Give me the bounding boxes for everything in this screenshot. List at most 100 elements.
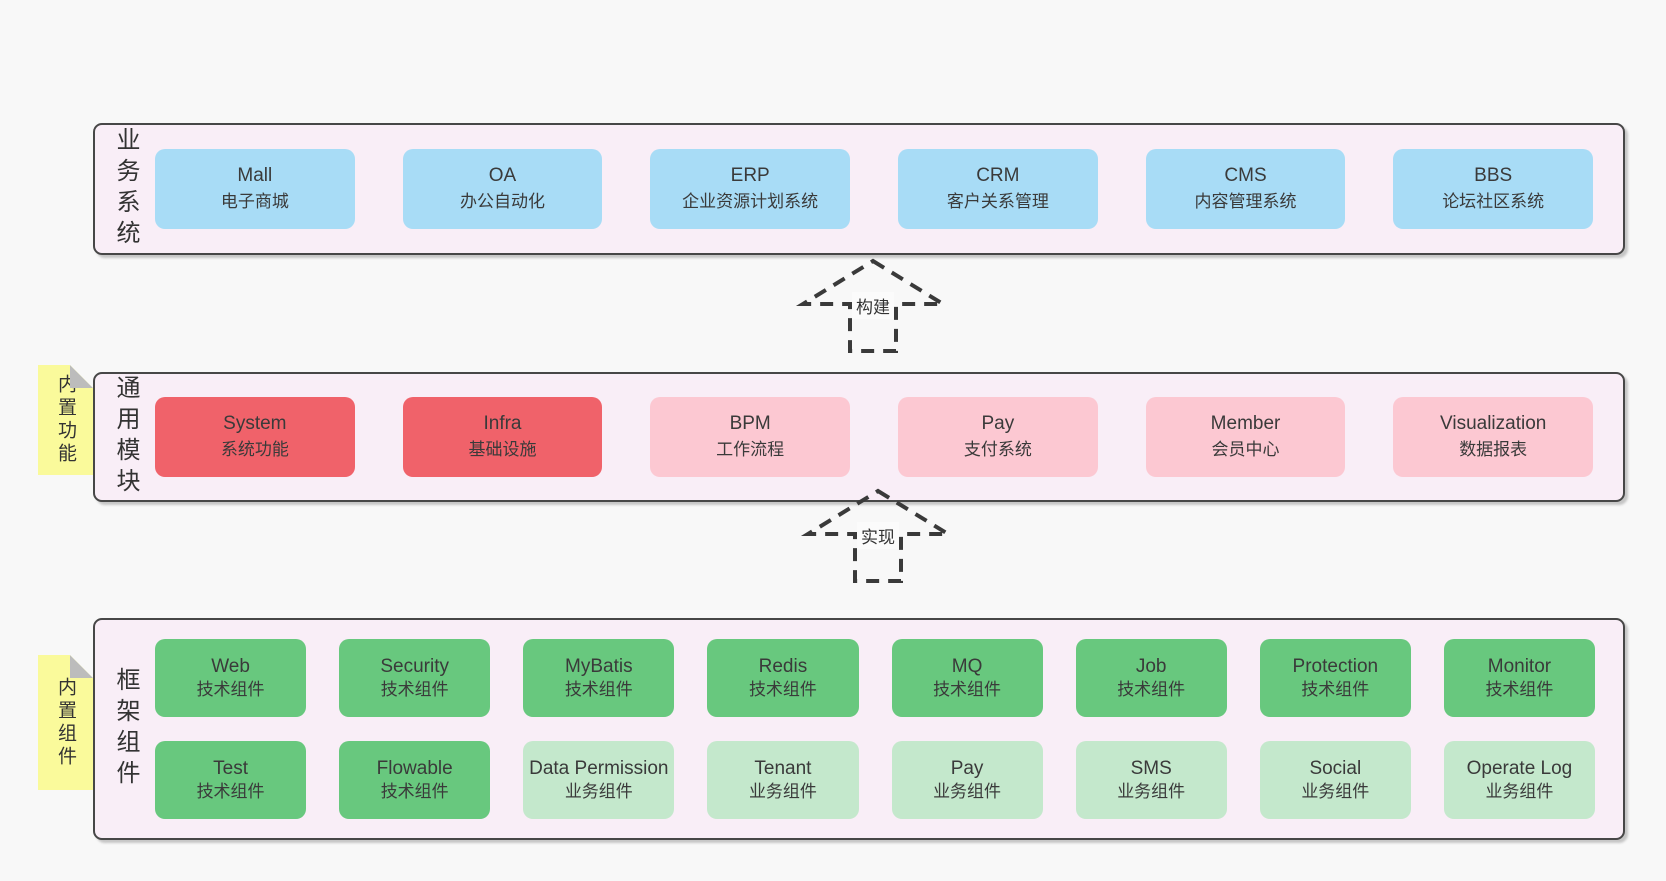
box-security: Security 技术组件 bbox=[339, 639, 491, 717]
box-subtitle: 办公自动化 bbox=[460, 192, 545, 212]
band-label: 框架组件 bbox=[112, 667, 139, 791]
box-mq: MQ 技术组件 bbox=[891, 639, 1043, 717]
folded-corner bbox=[70, 655, 93, 678]
box-title: BBS bbox=[1474, 165, 1513, 187]
box-subtitle: 技术组件 bbox=[380, 782, 449, 802]
box-title: SMS bbox=[1130, 757, 1172, 779]
build-arrow: 构建 bbox=[793, 256, 953, 356]
sticky-note-builtin-features: 内置功能 bbox=[38, 365, 93, 475]
box-subtitle: 业务组件 bbox=[1301, 782, 1370, 802]
business-components-row: Test 技术组件 Flowable 技术组件 Data Permission … bbox=[155, 741, 1595, 819]
box-cms: CMS 内容管理系统 bbox=[1145, 149, 1346, 229]
box-title: Web bbox=[211, 655, 250, 677]
box-subtitle: 技术组件 bbox=[380, 680, 449, 700]
box-crm: CRM 客户关系管理 bbox=[898, 149, 1098, 229]
box-title: Pay bbox=[981, 413, 1015, 435]
box-title: Member bbox=[1210, 413, 1281, 435]
box-subtitle: 业务组件 bbox=[1485, 782, 1554, 802]
box-data-permission: Data Permission 业务组件 bbox=[523, 741, 675, 819]
box-erp: ERP 企业资源计划系统 bbox=[650, 149, 851, 229]
band-framework-components: 框架组件 Web 技术组件 Security 技术组件 MyBatis 技术组件… bbox=[93, 618, 1625, 840]
box-subtitle: 技术组件 bbox=[196, 782, 265, 802]
box-title: MyBatis bbox=[565, 655, 633, 677]
box-title: Test bbox=[213, 757, 248, 779]
box-visualization: Visualization 数据报表 bbox=[1393, 397, 1594, 477]
box-subtitle: 业务组件 bbox=[933, 782, 1002, 802]
box-subtitle: 论坛社区系统 bbox=[1442, 192, 1545, 212]
box-pay-biz: Pay 业务组件 bbox=[891, 741, 1043, 819]
box-title: ERP bbox=[730, 165, 770, 187]
note-label: 内置组件 bbox=[55, 676, 76, 769]
box-title: System bbox=[223, 413, 287, 435]
box-subtitle: 技术组件 bbox=[748, 680, 817, 700]
box-title: Tenant bbox=[754, 757, 812, 779]
box-subtitle: 业务组件 bbox=[748, 782, 817, 802]
box-infra: Infra 基础设施 bbox=[402, 397, 603, 477]
box-subtitle: 技术组件 bbox=[564, 680, 633, 700]
box-subtitle: 数据报表 bbox=[1459, 440, 1528, 460]
box-system: System 系统功能 bbox=[155, 397, 355, 477]
arrow-label: 构建 bbox=[852, 292, 894, 319]
box-redis: Redis 技术组件 bbox=[707, 639, 859, 717]
band-common-modules: 通用模块 System 系统功能 Infra 基础设施 BPM 工作流程 Pay… bbox=[93, 372, 1625, 502]
box-subtitle: 技术组件 bbox=[1117, 680, 1186, 700]
box-mybatis: MyBatis 技术组件 bbox=[523, 639, 675, 717]
dashed-up-arrow-icon bbox=[795, 258, 951, 353]
box-subtitle: 业务组件 bbox=[1117, 782, 1186, 802]
technical-components-row: Web 技术组件 Security 技术组件 MyBatis 技术组件 Redi… bbox=[155, 639, 1595, 717]
box-social: Social 业务组件 bbox=[1259, 741, 1411, 819]
box-subtitle: 客户关系管理 bbox=[946, 192, 1049, 212]
box-subtitle: 基础设施 bbox=[468, 440, 537, 460]
box-subtitle: 业务组件 bbox=[564, 782, 633, 802]
box-subtitle: 技术组件 bbox=[1485, 680, 1554, 700]
box-pay: Pay 支付系统 bbox=[898, 397, 1098, 477]
business-system-boxes: Mall 电子商城 OA 办公自动化 ERP 企业资源计划系统 CRM 客户关系… bbox=[141, 125, 1623, 253]
box-title: Flowable bbox=[376, 757, 453, 779]
box-title: Pay bbox=[950, 757, 984, 779]
box-member: Member 会员中心 bbox=[1145, 397, 1346, 477]
sticky-note-builtin-components: 内置组件 bbox=[38, 655, 93, 790]
box-subtitle: 企业资源计划系统 bbox=[682, 192, 819, 212]
box-title: Protection bbox=[1292, 655, 1379, 677]
box-title: Security bbox=[380, 655, 449, 677]
box-title: Monitor bbox=[1487, 655, 1552, 677]
box-job: Job 技术组件 bbox=[1075, 639, 1227, 717]
box-subtitle: 技术组件 bbox=[1301, 680, 1370, 700]
box-title: Infra bbox=[483, 413, 522, 435]
box-title: Social bbox=[1309, 757, 1362, 779]
box-bpm: BPM 工作流程 bbox=[650, 397, 851, 477]
box-oa: OA 办公自动化 bbox=[402, 149, 603, 229]
box-subtitle: 技术组件 bbox=[196, 680, 265, 700]
box-title: BPM bbox=[729, 413, 771, 435]
box-sms: SMS 业务组件 bbox=[1075, 741, 1227, 819]
implement-arrow: 实现 bbox=[798, 486, 958, 586]
box-tenant: Tenant 业务组件 bbox=[707, 741, 859, 819]
box-subtitle: 电子商城 bbox=[220, 192, 289, 212]
common-module-boxes: System 系统功能 Infra 基础设施 BPM 工作流程 Pay 支付系统… bbox=[141, 374, 1623, 500]
box-web: Web 技术组件 bbox=[155, 639, 307, 717]
box-title: Data Permission bbox=[529, 757, 669, 779]
box-title: CRM bbox=[976, 165, 1020, 187]
box-title: Mall bbox=[237, 165, 273, 187]
band-business-systems: 业务系统 Mall 电子商城 OA 办公自动化 ERP 企业资源计划系统 CRM… bbox=[93, 123, 1625, 255]
box-operate-log: Operate Log 业务组件 bbox=[1443, 741, 1595, 819]
box-protection: Protection 技术组件 bbox=[1259, 639, 1411, 717]
band-label: 业务系统 bbox=[112, 127, 139, 251]
box-subtitle: 支付系统 bbox=[963, 440, 1032, 460]
box-title: OA bbox=[488, 165, 517, 187]
note-label: 内置功能 bbox=[55, 374, 76, 466]
box-subtitle: 工作流程 bbox=[716, 440, 785, 460]
box-title: Redis bbox=[758, 655, 808, 677]
framework-component-rows: Web 技术组件 Security 技术组件 MyBatis 技术组件 Redi… bbox=[141, 620, 1623, 838]
box-title: Visualization bbox=[1440, 413, 1547, 435]
box-flowable: Flowable 技术组件 bbox=[339, 741, 491, 819]
box-subtitle: 系统功能 bbox=[220, 440, 289, 460]
box-mall: Mall 电子商城 bbox=[155, 149, 355, 229]
box-bbs: BBS 论坛社区系统 bbox=[1393, 149, 1594, 229]
box-test: Test 技术组件 bbox=[155, 741, 307, 819]
box-title: MQ bbox=[951, 655, 983, 677]
dashed-up-arrow-icon bbox=[800, 488, 956, 583]
box-monitor: Monitor 技术组件 bbox=[1443, 639, 1595, 717]
band-label: 通用模块 bbox=[112, 375, 139, 499]
box-title: Operate Log bbox=[1466, 757, 1573, 779]
